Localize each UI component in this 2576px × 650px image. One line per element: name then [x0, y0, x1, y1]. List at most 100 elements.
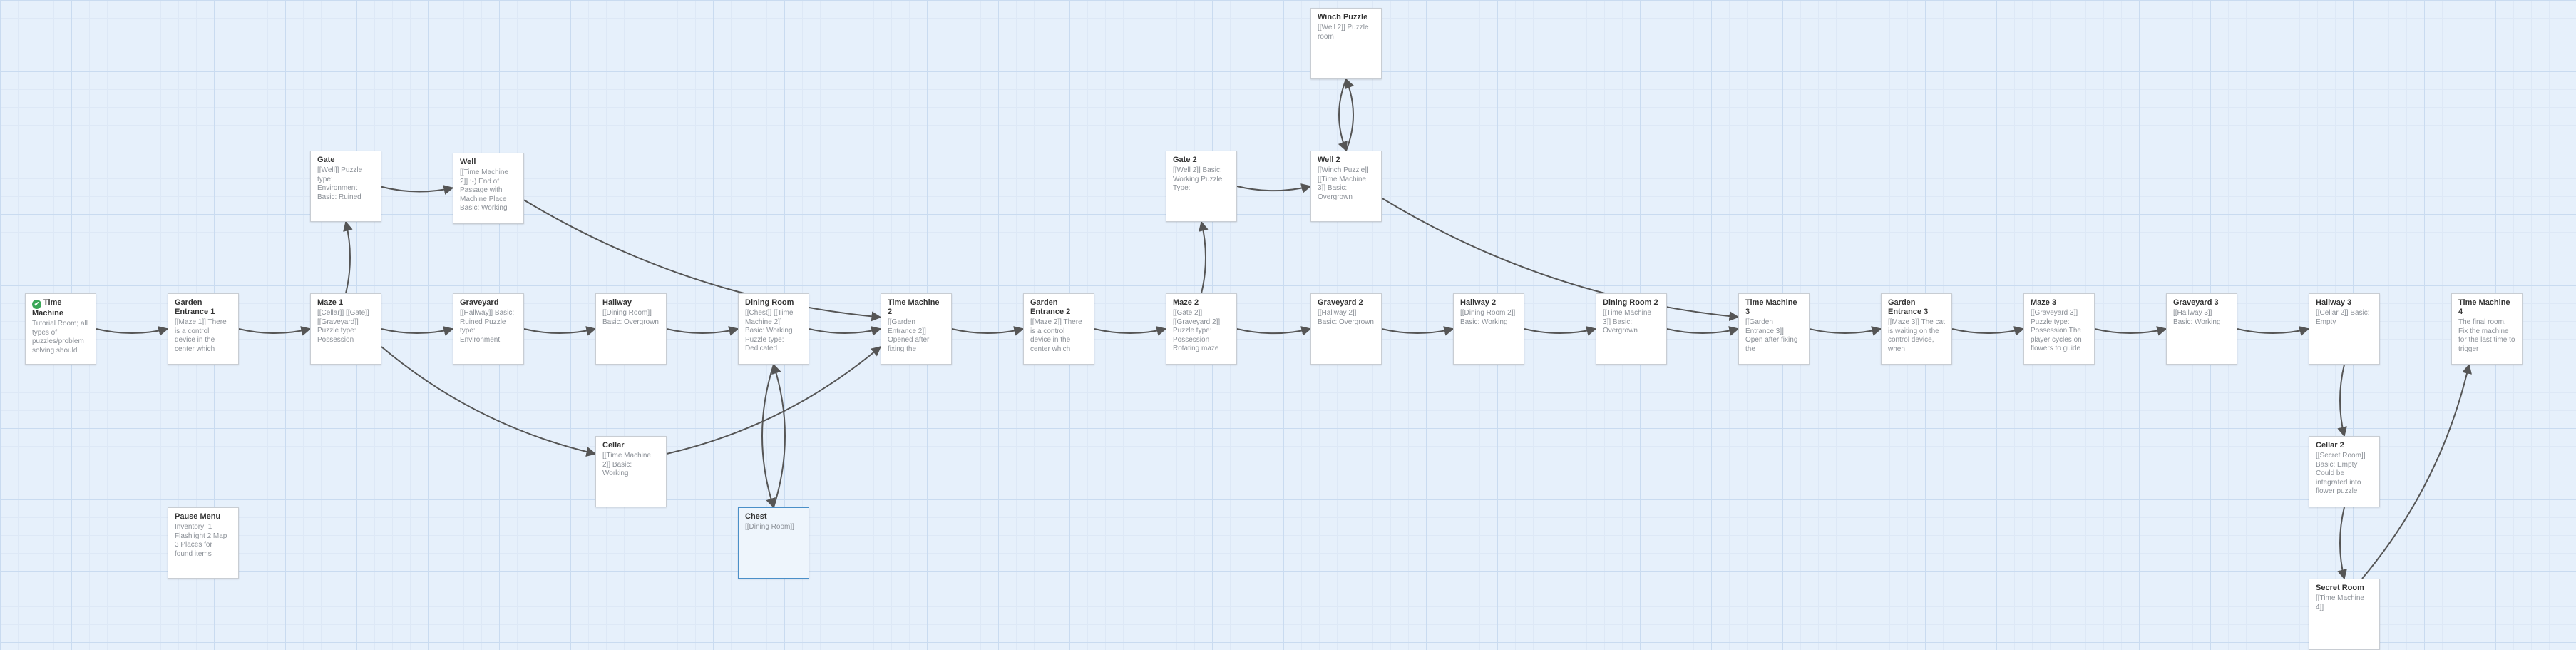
passage-cellar-2[interactable]: Cellar 2 [[Secret Room]] Basic: Empty Co…: [2309, 436, 2380, 507]
passage-excerpt: [[Secret Room]] Basic: Empty Could be in…: [2316, 452, 2366, 495]
passage-excerpt: [[Garden Entrance 2]] Opened after fixin…: [888, 318, 930, 353]
link-arrow-dining-room-to-time-machine-2: [809, 326, 882, 336]
passage-time-machine-4[interactable]: Time Machine 4 The final room. Fix the m…: [2451, 293, 2523, 365]
passage-gate-2[interactable]: Gate 2 [[Well 2]] Basic: Working Puzzle …: [1166, 151, 1237, 222]
passage-cellar[interactable]: Cellar [[Time Machine 2]] Basic: Working: [595, 436, 667, 507]
passage-winch-puzzle[interactable]: Winch Puzzle [[Well 2]] Puzzle room: [1310, 8, 1382, 79]
link-arrow-gate-to-well: [381, 185, 454, 195]
link-arrow-dining-room-to-chest: [761, 364, 776, 509]
passage-hallway-3[interactable]: Hallway 3 [[Cellar 2]] Basic: Empty: [2309, 293, 2380, 365]
passage-time-machine-2[interactable]: Time Machine 2 [[Garden Entrance 2]] Ope…: [881, 293, 952, 365]
passage-excerpt: [[Garden Entrance 3]] Open after fixing …: [1745, 318, 1798, 353]
link-arrow-gate-2-to-well-2: [1236, 183, 1312, 193]
passage-excerpt: [[Graveyard 3]] Puzzle type: Possession …: [2031, 309, 2082, 352]
passage-pause-menu[interactable]: Pause Menu Inventory: 1 Flashlight 2 Map…: [168, 507, 239, 579]
passage-dining-room-2[interactable]: Dining Room 2 [[Time Machine 3]] Basic: …: [1596, 293, 1667, 365]
link-arrow-time-machine-to-garden-entrance-1: [96, 326, 169, 336]
passage-title: Cellar: [602, 441, 625, 450]
link-arrow-graveyard-2-to-hallway-2: [1381, 326, 1454, 336]
passage-title: Cellar 2: [2316, 441, 2344, 450]
passage-title: Gate 2: [1173, 156, 1197, 164]
link-arrow-graveyard-to-hallway: [523, 326, 597, 336]
passage-title: Time Machine 2: [888, 298, 940, 316]
passage-excerpt: [[Winch Puzzle]] [[Time Machine 3]] Basi…: [1318, 166, 1369, 201]
passage-title: Garden Entrance 3: [1888, 298, 1929, 316]
passage-time-machine[interactable]: ✔Time Machine Tutorial Room; all types o…: [25, 293, 96, 365]
passage-title: Gate: [317, 156, 335, 164]
link-arrow-garden-entrance-1-to-maze-1: [238, 326, 312, 336]
passage-title: Maze 3: [2031, 298, 2057, 307]
passage-title: Garden Entrance 1: [175, 298, 215, 316]
passage-excerpt: [[Dining Room 2]] Basic: Working: [1460, 309, 1516, 326]
passage-chest[interactable]: Chest [[Dining Room]]: [738, 507, 809, 579]
passage-excerpt: [[Maze 2]] There is a control device in …: [1030, 318, 1082, 353]
passage-title: Time Machine 4: [2458, 298, 2510, 316]
passage-hallway-2[interactable]: Hallway 2 [[Dining Room 2]] Basic: Worki…: [1453, 293, 1524, 365]
passage-excerpt: [[Time Machine 2]] :-) End of Passage wi…: [460, 168, 508, 212]
passage-title: Graveyard 3: [2173, 298, 2219, 307]
passage-title: Pause Menu: [175, 512, 221, 521]
passage-gate[interactable]: Gate [[Well]] Puzzle type: Environment B…: [310, 151, 381, 222]
link-arrow-time-machine-2-to-garden-entrance-2: [951, 326, 1025, 336]
link-arrow-maze-3-to-graveyard-3: [2094, 326, 2167, 336]
passage-title: Garden Entrance 2: [1030, 298, 1071, 316]
passage-title: Well 2: [1318, 156, 1340, 164]
passage-hallway[interactable]: Hallway [[Dining Room]] Basic: Overgrown: [595, 293, 667, 365]
passage-title: Maze 2: [1173, 298, 1199, 307]
passage-graveyard-2[interactable]: Graveyard 2 [[Hallway 2]] Basic: Overgro…: [1310, 293, 1382, 365]
link-arrow-graveyard-3-to-hallway-3: [2237, 326, 2310, 336]
passage-maze-1[interactable]: Maze 1 [[Cellar]] [[Gate]] [[Graveyard]]…: [310, 293, 381, 365]
passage-title: Secret Room: [2316, 584, 2364, 592]
check-icon: ✔: [32, 300, 41, 309]
passage-title: Maze 1: [317, 298, 344, 307]
passage-maze-2[interactable]: Maze 2 [[Gate 2]] [[Graveyard 2]] Puzzle…: [1166, 293, 1237, 365]
passage-secret-room[interactable]: Secret Room [[Time Machine 4]]: [2309, 579, 2380, 650]
passage-title: Well: [460, 158, 476, 166]
passage-title: Dining Room 2: [1603, 298, 1658, 307]
passage-garden-entrance-2[interactable]: Garden Entrance 2 [[Maze 2]] There is a …: [1023, 293, 1094, 365]
passage-excerpt: [[Dining Room]] Basic: Overgrown: [602, 309, 659, 326]
link-arrow-maze-1-to-graveyard: [381, 326, 454, 336]
passage-time-machine-3[interactable]: Time Machine 3 [[Garden Entrance 3]] Ope…: [1738, 293, 1810, 365]
passage-excerpt: [[Dining Room]]: [745, 523, 794, 531]
passage-excerpt: [[Chest]] [[Time Machine 2]] Basic: Work…: [745, 309, 794, 352]
passage-garden-entrance-1[interactable]: Garden Entrance 1 [[Maze 1]] There is a …: [168, 293, 239, 365]
passage-garden-entrance-3[interactable]: Garden Entrance 3 [[Maze 3]] The cat is …: [1881, 293, 1952, 365]
passage-graveyard[interactable]: Graveyard [[Hallway]] Basic: Ruined Puzz…: [453, 293, 524, 365]
link-arrow-maze-2-to-graveyard-2: [1236, 326, 1312, 336]
passage-graveyard-3[interactable]: Graveyard 3 [[Hallway 3]] Basic: Working: [2166, 293, 2237, 365]
passage-well[interactable]: Well [[Time Machine 2]] :-) End of Passa…: [453, 153, 524, 224]
passage-title: Graveyard: [460, 298, 499, 307]
passage-dining-room[interactable]: Dining Room [[Chest]] [[Time Machine 2]]…: [738, 293, 809, 365]
link-arrow-maze-2-to-gate-2: [1199, 220, 1209, 294]
passage-excerpt: [[Cellar 2]] Basic: Empty: [2316, 309, 2370, 326]
passage-excerpt: [[Cellar]] [[Gate]] [[Graveyard]] Puzzle…: [317, 309, 369, 344]
passage-excerpt: [[Well]] Puzzle type: Environment Basic:…: [317, 166, 363, 201]
passage-well-2[interactable]: Well 2 [[Winch Puzzle]] [[Time Machine 3…: [1310, 151, 1382, 222]
passage-title: Dining Room: [745, 298, 794, 307]
passage-excerpt: The final room. Fix the machine for the …: [2458, 318, 2515, 353]
passage-excerpt: Tutorial Room; all types of puzzles/prob…: [32, 320, 88, 355]
link-arrow-garden-entrance-2-to-maze-2: [1094, 326, 1167, 336]
link-arrow-time-machine-3-to-garden-entrance-3: [1809, 326, 1882, 336]
link-arrow-maze-1-to-gate: [343, 220, 353, 294]
passage-title: Hallway: [602, 298, 632, 307]
passage-excerpt: [[Time Machine 3]] Basic: Overgrown: [1603, 309, 1651, 335]
passage-excerpt: [[Hallway 2]] Basic: Overgrown: [1318, 309, 1374, 326]
link-arrow-hallway-3-to-cellar-2: [2337, 364, 2347, 437]
link-arrow-cellar-2-to-secret-room: [2337, 507, 2347, 580]
link-arrow-well-2-to-winch-puzzle: [1345, 78, 1355, 151]
link-arrow-winch-puzzle-to-well-2: [1338, 78, 1348, 152]
passage-title: Winch Puzzle: [1318, 13, 1368, 21]
passage-excerpt: [[Maze 3]] The cat is waiting on the con…: [1888, 318, 1945, 353]
passage-excerpt: [[Time Machine 4]]: [2316, 594, 2364, 611]
link-arrow-well-2-to-time-machine-3: [1381, 197, 1740, 322]
passage-maze-3[interactable]: Maze 3 [[Graveyard 3]] Puzzle type: Poss…: [2023, 293, 2095, 365]
passage-excerpt: Inventory: 1 Flashlight 2 Map 3 Places f…: [175, 523, 227, 558]
passage-excerpt: [[Well 2]] Basic: Working Puzzle Type:: [1173, 166, 1223, 192]
passage-title: Hallway 2: [1460, 298, 1497, 307]
link-arrow-well-to-time-machine-2: [523, 199, 882, 322]
link-arrow-hallway-to-dining-room: [666, 326, 739, 336]
passage-excerpt: [[Well 2]] Puzzle room: [1318, 24, 1369, 41]
